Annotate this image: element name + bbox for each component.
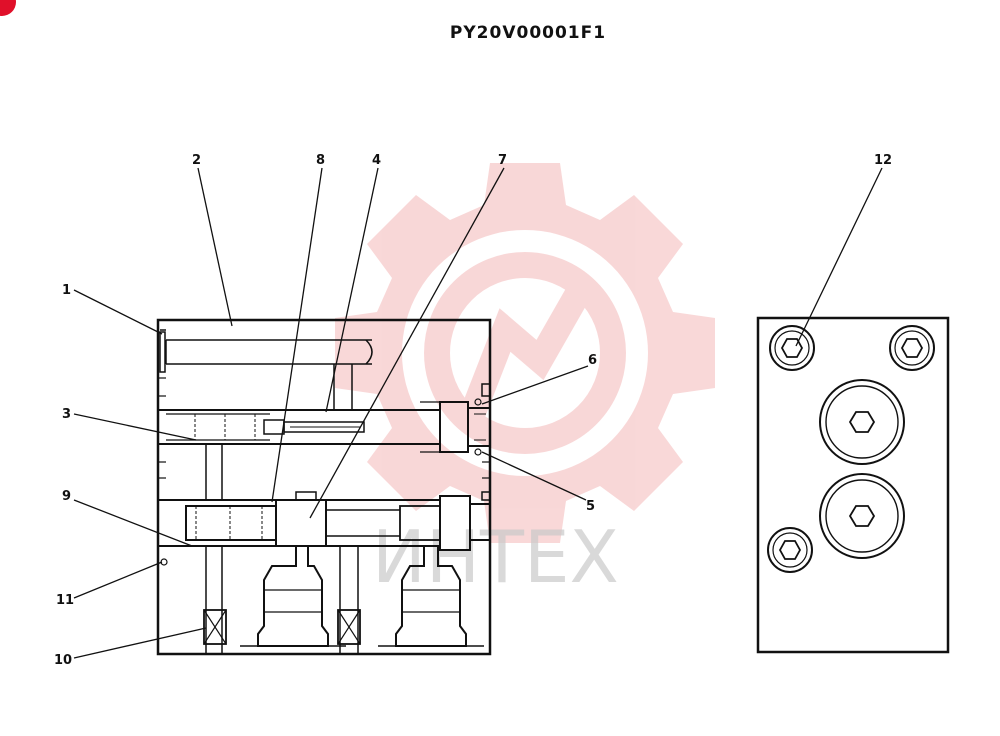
leader-3 <box>73 413 197 441</box>
callout-1: 1 <box>62 283 71 298</box>
leader-4 <box>325 167 379 413</box>
callout-9: 9 <box>62 489 71 504</box>
leader-6 <box>481 365 589 405</box>
leader-8 <box>271 167 323 503</box>
leader-10 <box>73 627 207 659</box>
callout-6: 6 <box>588 353 597 368</box>
callout-11: 11 <box>56 593 74 608</box>
callout-2: 2 <box>192 153 201 168</box>
leader-7 <box>309 167 505 519</box>
leader-9 <box>73 499 193 547</box>
callout-4: 4 <box>372 153 381 168</box>
leader-11 <box>73 561 163 599</box>
leader-2 <box>197 167 233 327</box>
valve-block-front-view <box>156 318 492 656</box>
callout-12: 12 <box>874 153 892 168</box>
leader-1 <box>73 289 163 335</box>
leader-5 <box>481 451 587 501</box>
drawing-title: PY20V00001F1 <box>450 23 606 43</box>
watermark-gear-logo <box>335 163 715 543</box>
callout-10: 10 <box>54 653 72 668</box>
watermark-text: ИНТЕХ <box>372 515 619 599</box>
callout-7: 7 <box>498 153 507 168</box>
corner-badge <box>0 0 16 16</box>
callout-5: 5 <box>586 499 595 514</box>
valve-block-end-view <box>756 316 950 654</box>
leader-12 <box>795 167 883 347</box>
callout-8: 8 <box>316 153 325 168</box>
callout-leaders <box>73 167 883 659</box>
callout-3: 3 <box>62 407 71 422</box>
